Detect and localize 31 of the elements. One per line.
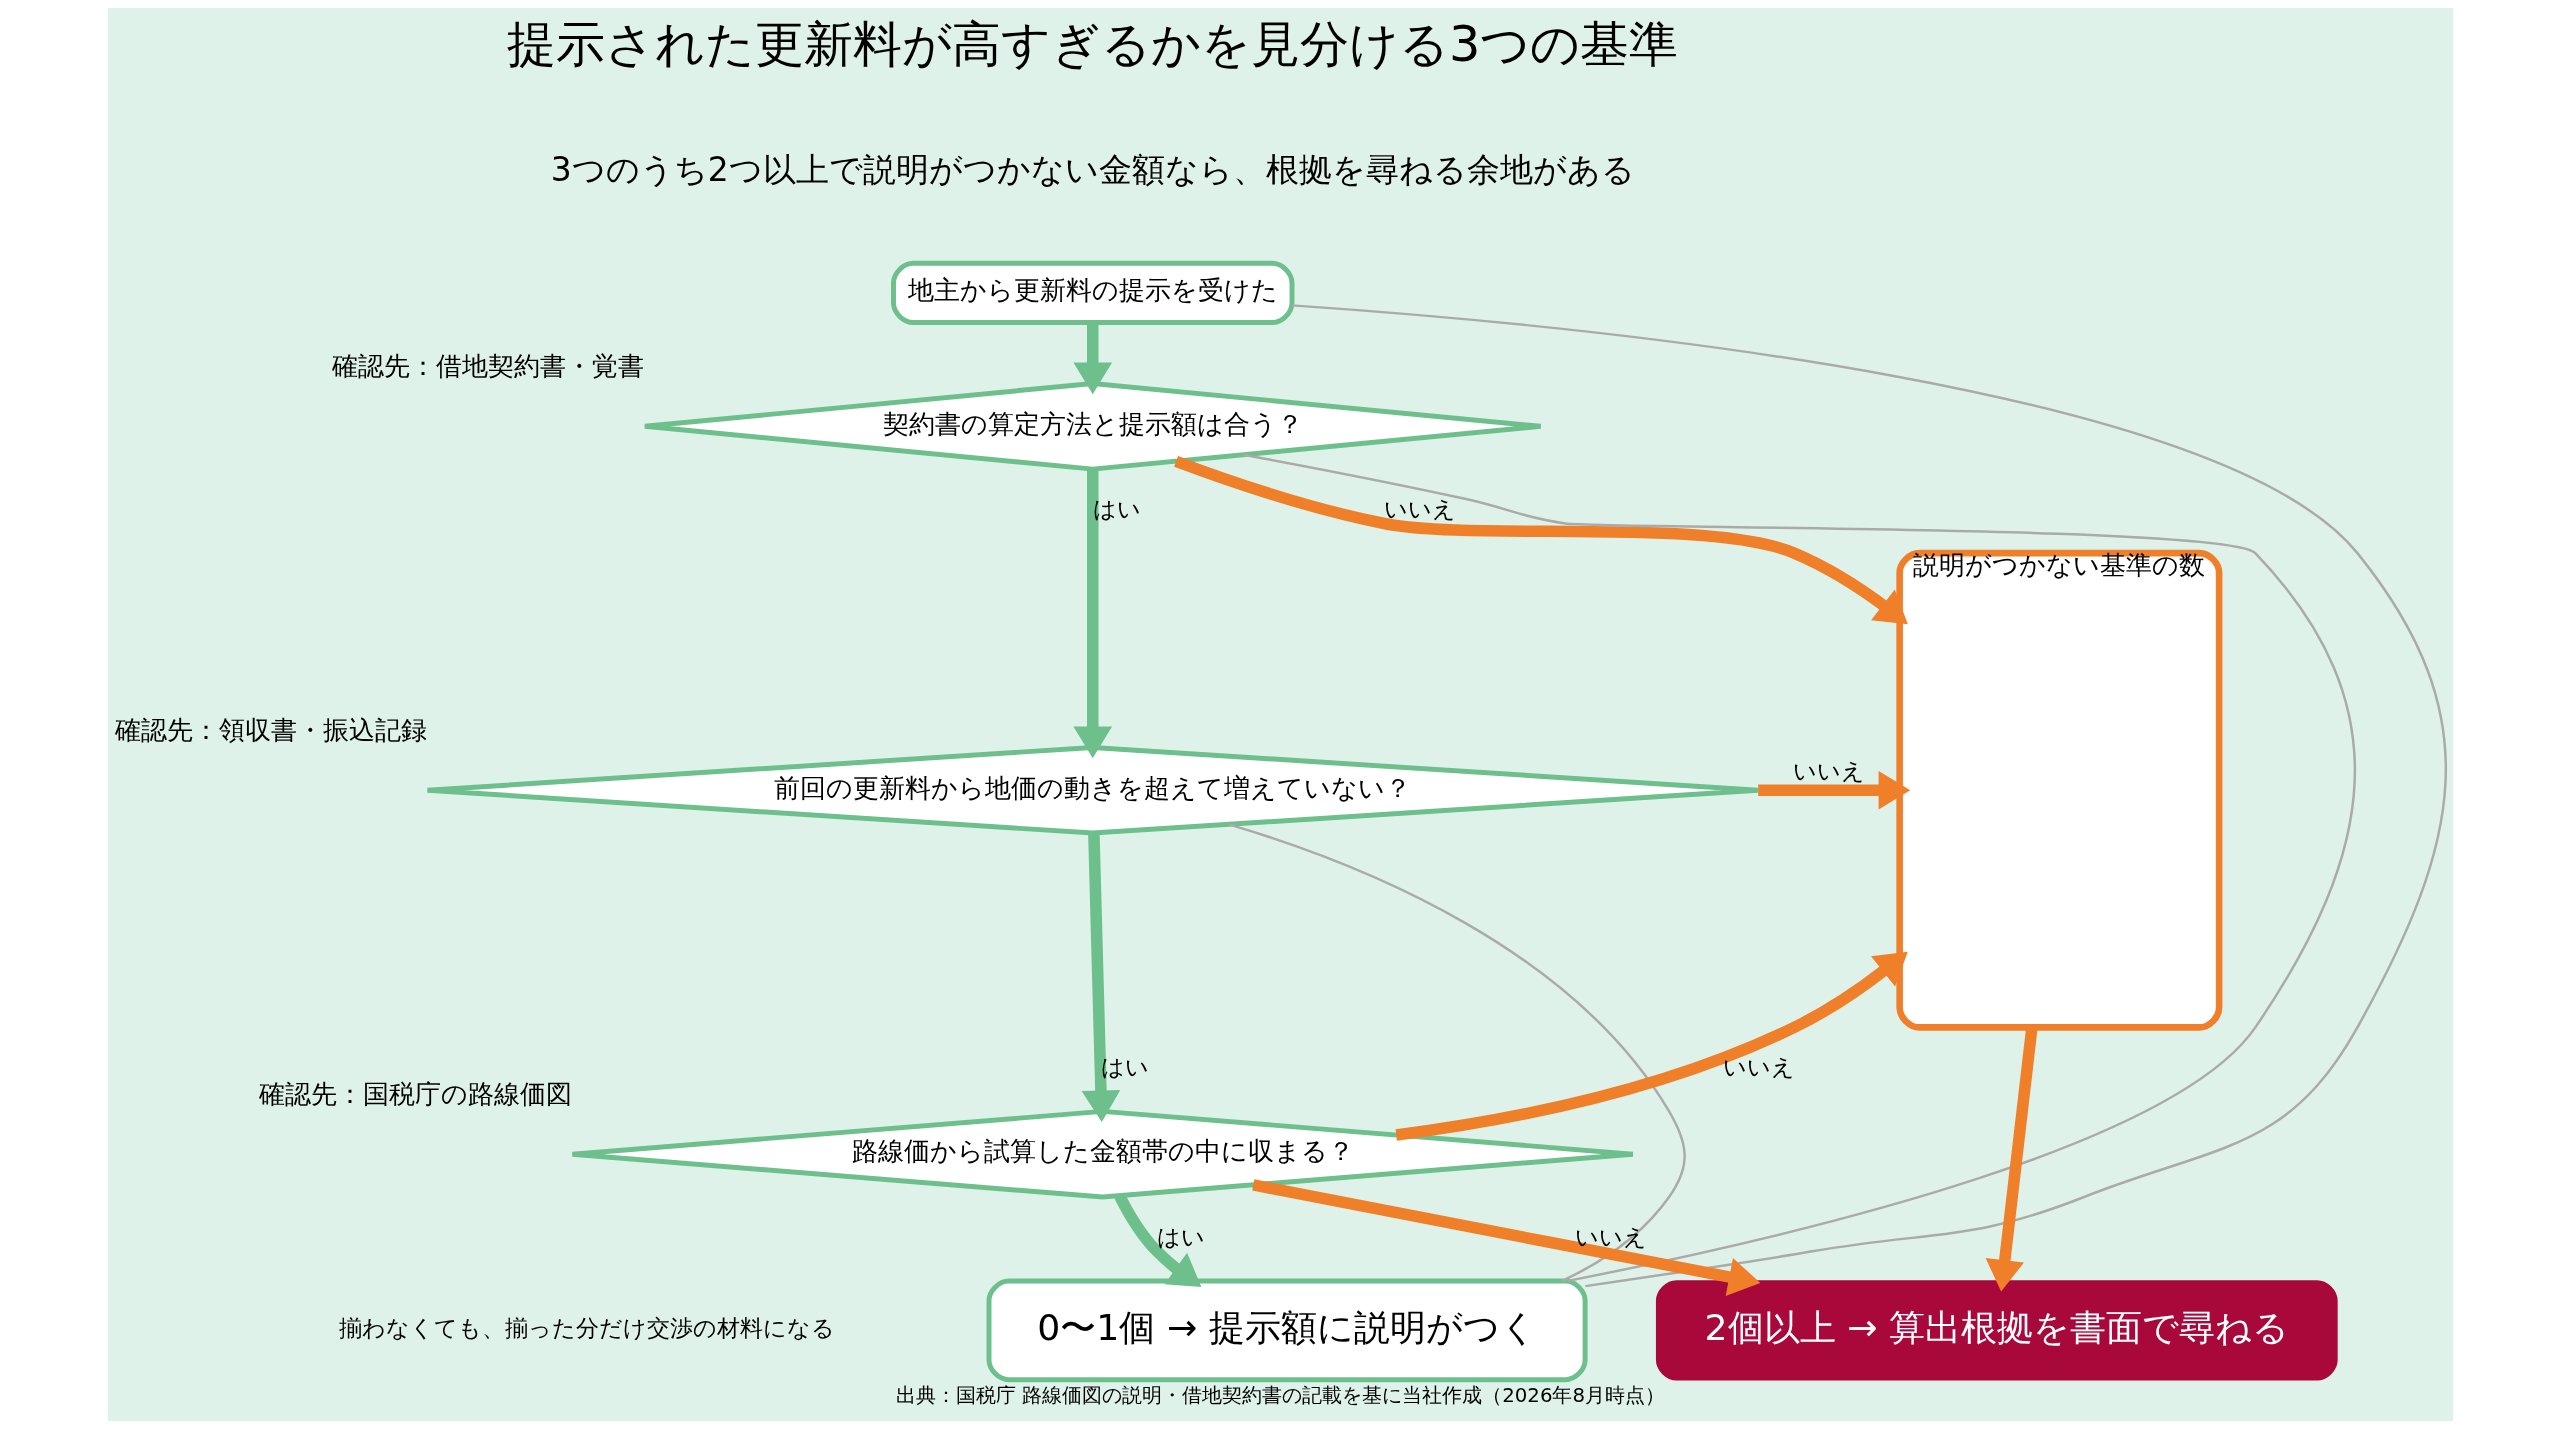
arrow [1395,951,1908,1141]
edge-label: はい [1156,1224,1205,1251]
arrow [1072,469,1112,759]
arrow [1173,455,1908,625]
node-box: 地主から更新料の提示を受けた [890,260,1294,326]
edge-label: はい [1092,496,1141,523]
edge-label: いいえ [1722,1054,1795,1081]
node-box: 説明がつかない基準の数 [1895,549,2222,1031]
node-box: 0〜1個 → 提示額に説明がつく [986,1278,1588,1383]
edge-label: はい [1100,1054,1149,1081]
node-diamond: 前回の更新料から地価の動きを超えて増えていない？ [424,744,1760,836]
label: 3つのうち2つ以上で説明がつかない金額なら、根拠を尋ねる余地がある [550,149,1635,189]
arrow [1985,1027,2038,1292]
edge-label: いいえ [1574,1224,1647,1251]
diagram-title: 提示された更新料が高すぎるかを見分ける3つの基準 [506,14,1678,73]
caption: 出典：国税庁 路線価図の説明・借地契約書の記載を基に当社作成（2026年8月時点） [895,1384,1665,1408]
node-box: 2個以上 → 算出根拠を書面で尋ねる [1655,1280,2338,1381]
connector [1242,453,2356,1283]
node-label: 確認先：領収書・振込記録 [114,714,427,745]
arrow [1072,322,1112,395]
arrow [1251,1179,1760,1297]
arrow [1757,770,1910,810]
node-label: 確認先：国税庁の路線価図 [258,1078,572,1109]
edge-label: いいえ [1792,758,1865,785]
node-diamond: 路線価から試算した金額帯の中に収まる？ [569,1108,1635,1200]
connector [1291,304,2446,1288]
label: 揃わなくても、揃った分だけ交渉の材料になる [338,1315,835,1342]
arrow [1081,833,1120,1123]
connector [1227,823,1686,1282]
node-label: 確認先：借地契約書・覚書 [331,350,644,381]
edge-label: いいえ [1383,496,1456,523]
